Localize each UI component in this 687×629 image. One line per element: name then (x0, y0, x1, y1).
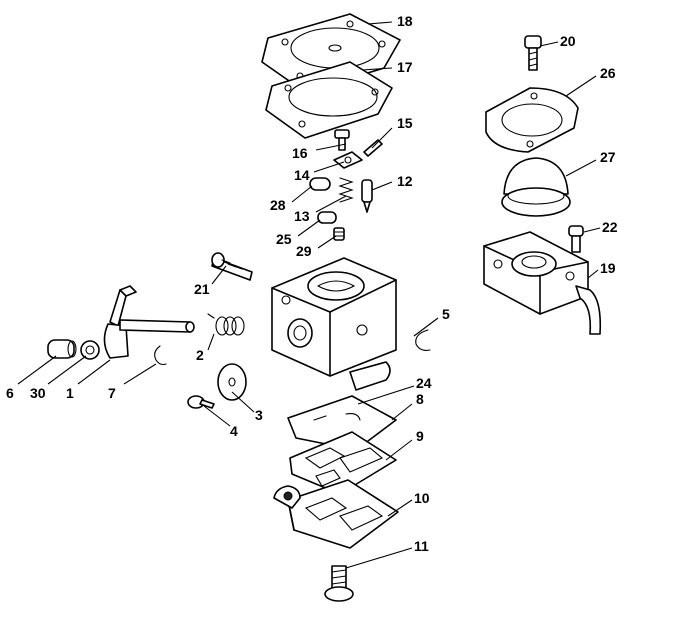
callout-29: 29 (296, 243, 312, 259)
part-28-cap (309, 177, 331, 191)
part-7-circlip (154, 345, 167, 366)
part-29-set-screw (333, 227, 345, 241)
callout-5: 5 (442, 306, 450, 322)
part-21-adjusting-screw (211, 252, 253, 281)
part-10-pump-cover (273, 479, 399, 549)
callout-14: 14 (294, 167, 310, 183)
callout-9: 9 (416, 428, 424, 444)
part-3-throttle-plate (217, 363, 247, 401)
part-2-torsion-spring (207, 313, 245, 336)
part-6-bushing (47, 339, 77, 359)
callout-27: 27 (600, 149, 616, 165)
callout-24: 24 (416, 375, 432, 391)
part-22-screw (568, 225, 584, 253)
callout-1: 1 (66, 385, 74, 401)
callout-28: 28 (270, 197, 286, 213)
part-17-diaphragm-gasket (265, 61, 393, 139)
part-25-cap (317, 211, 337, 224)
part-8-pump-diaphragm (287, 395, 397, 451)
callout-15: 15 (397, 115, 413, 131)
part-9-pump-gasket (289, 431, 397, 495)
part-carburetor-body (271, 257, 397, 391)
callout-18: 18 (397, 13, 413, 29)
callout-labels: 1 2 3 4 5 6 7 8 9 10 11 12 13 14 15 16 1… (6, 13, 618, 554)
callout-21: 21 (194, 281, 210, 297)
part-12-needle (361, 179, 373, 213)
part-30-washer (80, 340, 100, 360)
callout-17: 17 (397, 59, 413, 75)
part-15-pin (363, 139, 383, 157)
callout-30: 30 (30, 385, 46, 401)
part-5-circlip (415, 329, 431, 351)
part-13-spring (338, 177, 354, 203)
callout-22: 22 (602, 219, 618, 235)
callout-20: 20 (560, 33, 576, 49)
callout-13: 13 (294, 208, 310, 224)
part-14-lever (333, 151, 363, 169)
part-20-screw (524, 35, 542, 71)
leader-lines (17, 21, 601, 569)
callout-11: 11 (414, 538, 429, 554)
callout-19: 19 (600, 260, 616, 276)
part-4-screw (187, 395, 215, 409)
part-11-cover-screw (324, 565, 354, 602)
callout-25: 25 (276, 231, 292, 247)
part-1-throttle-shaft (103, 285, 195, 359)
callout-8: 8 (416, 391, 424, 407)
callout-26: 26 (600, 65, 616, 81)
callout-12: 12 (397, 173, 413, 189)
callout-7: 7 (108, 385, 116, 401)
callout-2: 2 (196, 347, 204, 363)
part-19-primer-housing (483, 231, 602, 335)
callout-6: 6 (6, 385, 14, 401)
callout-10: 10 (414, 490, 430, 506)
part-26-retainer-plate (485, 87, 579, 153)
part-16-screw (334, 129, 350, 151)
callout-4: 4 (230, 423, 238, 439)
callout-3: 3 (255, 407, 263, 423)
callout-16: 16 (292, 145, 308, 161)
part-27-primer-bulb (501, 157, 571, 217)
